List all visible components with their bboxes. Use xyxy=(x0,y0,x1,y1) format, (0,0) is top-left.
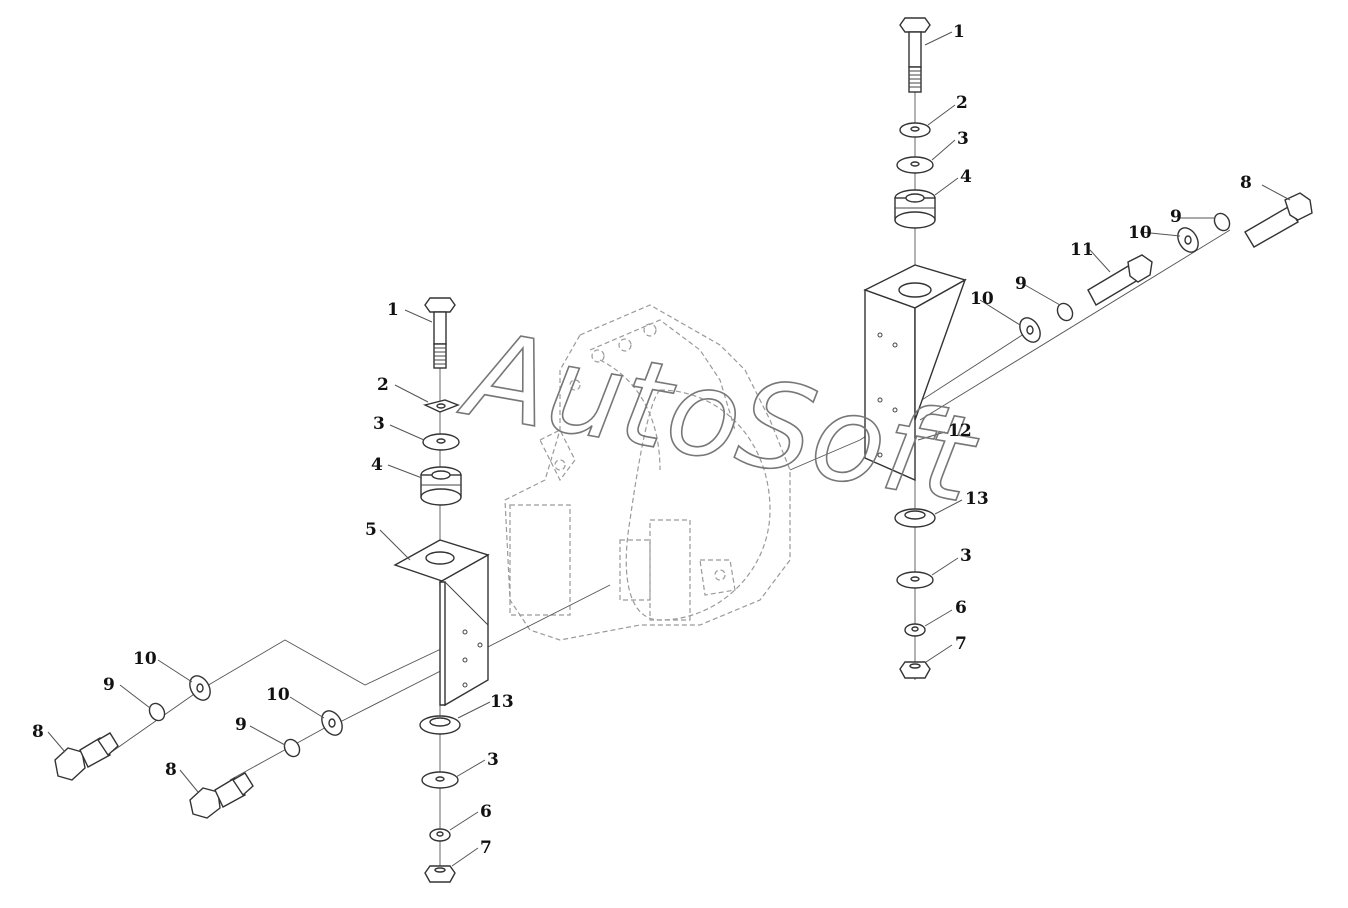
callout-right-1: 1 xyxy=(953,22,965,42)
left-washer-10a xyxy=(189,675,211,701)
callout-left-8a: 8 xyxy=(32,722,44,742)
right-bolt-11 xyxy=(1087,254,1153,306)
callout-labels: 1 2 3 4 5 10 9 8 10 9 8 13 3 6 7 1 2 3 4… xyxy=(32,22,1252,858)
right-washer-10a xyxy=(1019,317,1041,343)
right-washer-2 xyxy=(899,122,931,138)
left-washer-3b xyxy=(421,771,459,789)
left-rubber-mount xyxy=(420,466,462,506)
callout-right-3: 3 xyxy=(957,129,969,149)
right-washer-3 xyxy=(896,156,934,174)
right-washer-3b xyxy=(896,571,934,589)
right-nut-7 xyxy=(899,661,931,679)
transmission-housing xyxy=(504,304,791,641)
left-nut-7 xyxy=(424,865,456,883)
callout-left-1: 1 xyxy=(387,300,399,320)
right-bracket-12 xyxy=(863,264,967,482)
callout-right-4: 4 xyxy=(960,167,972,187)
callout-right-9b: 9 xyxy=(1015,274,1027,294)
callout-left-3: 3 xyxy=(373,414,385,434)
left-lock-washer-6 xyxy=(429,828,451,842)
left-washer-2 xyxy=(422,399,460,413)
callout-right-12: 12 xyxy=(948,421,972,441)
callout-right-3b: 3 xyxy=(960,546,972,566)
left-bolt-8a xyxy=(54,732,119,781)
left-bracket xyxy=(393,539,490,707)
callout-right-11: 11 xyxy=(1070,240,1094,260)
left-washer-10b xyxy=(321,710,343,736)
callout-right-10a: 10 xyxy=(1128,223,1152,243)
callout-left-10b: 10 xyxy=(266,685,290,705)
callout-left-4: 4 xyxy=(371,455,383,475)
right-washer-10b xyxy=(1177,227,1199,253)
callout-right-2: 2 xyxy=(956,93,968,113)
right-rubber-mount xyxy=(894,189,936,229)
callout-left-2: 2 xyxy=(377,375,389,395)
callout-left-9b: 9 xyxy=(235,715,247,735)
callout-right-9a: 9 xyxy=(1170,207,1182,227)
left-washer-3 xyxy=(422,433,460,451)
callout-right-7: 7 xyxy=(955,634,967,654)
callout-left-6: 6 xyxy=(480,802,492,822)
callout-left-7: 7 xyxy=(480,838,492,858)
right-lock-washer-6 xyxy=(904,623,926,637)
leader-lines xyxy=(47,31,1291,867)
left-bolt xyxy=(424,297,456,369)
left-cup-washer-13 xyxy=(419,715,461,735)
callout-right-13: 13 xyxy=(965,489,989,509)
left-nut-9b xyxy=(283,738,301,758)
callout-right-6: 6 xyxy=(955,598,967,618)
left-nut-9a xyxy=(148,702,166,722)
callout-right-8: 8 xyxy=(1240,173,1252,193)
callout-left-5: 5 xyxy=(365,520,377,540)
callout-left-13: 13 xyxy=(490,692,514,712)
callout-left-8b: 8 xyxy=(165,760,177,780)
callout-left-9a: 9 xyxy=(103,675,115,695)
callout-left-3b: 3 xyxy=(487,750,499,770)
right-bolt-8 xyxy=(1244,192,1313,248)
callout-left-10a: 10 xyxy=(133,649,157,669)
right-nut-9a xyxy=(1056,302,1074,322)
callout-right-10b: 10 xyxy=(970,289,994,309)
left-bolt-8b xyxy=(189,772,254,819)
right-cup-washer-13 xyxy=(894,508,936,528)
right-bolt xyxy=(899,17,931,93)
right-nut-9b xyxy=(1213,212,1231,232)
